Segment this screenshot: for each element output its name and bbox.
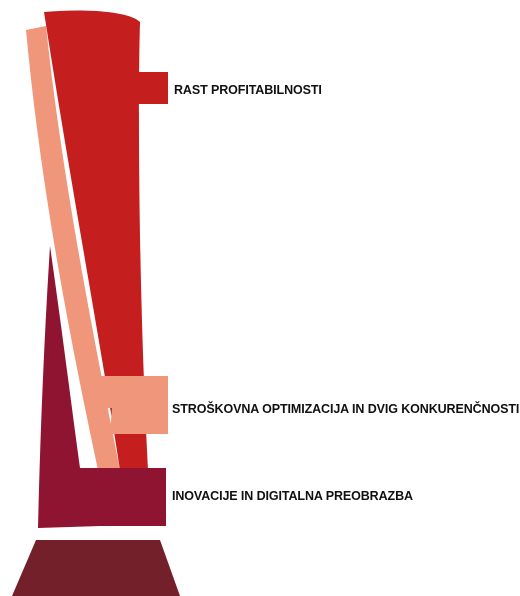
cost-optimization-connector — [94, 376, 168, 434]
pillar-base — [12, 540, 180, 596]
profitability-label: RAST PROFITABILNOSTI — [174, 83, 322, 97]
cost-optimization-shape — [26, 26, 120, 470]
profitability-connector — [84, 72, 168, 104]
innovation-shape — [38, 246, 162, 528]
profitability-shape — [44, 10, 148, 470]
innovation-connector — [78, 468, 166, 526]
cost-optimization-label: STROŠKOVNA OPTIMIZACIJA IN DVIG KONKUREN… — [172, 401, 519, 416]
innovation-label: INOVACIJE IN DIGITALNA PREOBRAZBA — [172, 489, 413, 503]
